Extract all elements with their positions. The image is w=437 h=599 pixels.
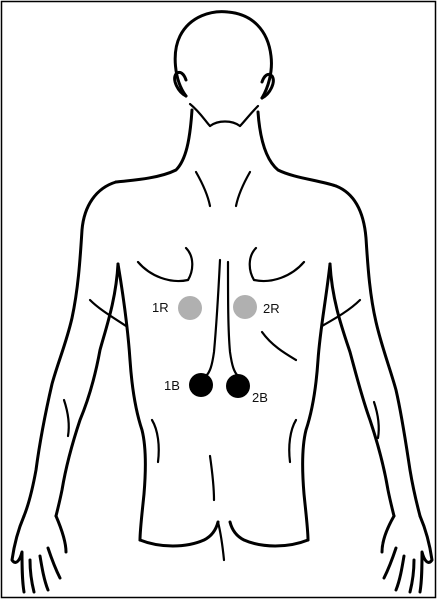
marker-1R-dot xyxy=(178,296,202,320)
marker-1R-label: 1R xyxy=(152,300,169,315)
marker-2B-label: 2B xyxy=(252,390,268,405)
marker-1B-label: 1B xyxy=(164,378,180,393)
marker-2R-dot xyxy=(233,295,257,319)
marker-1B-dot xyxy=(189,373,213,397)
marker-2R-label: 2R xyxy=(263,301,280,316)
marker-2B-dot xyxy=(226,374,250,398)
